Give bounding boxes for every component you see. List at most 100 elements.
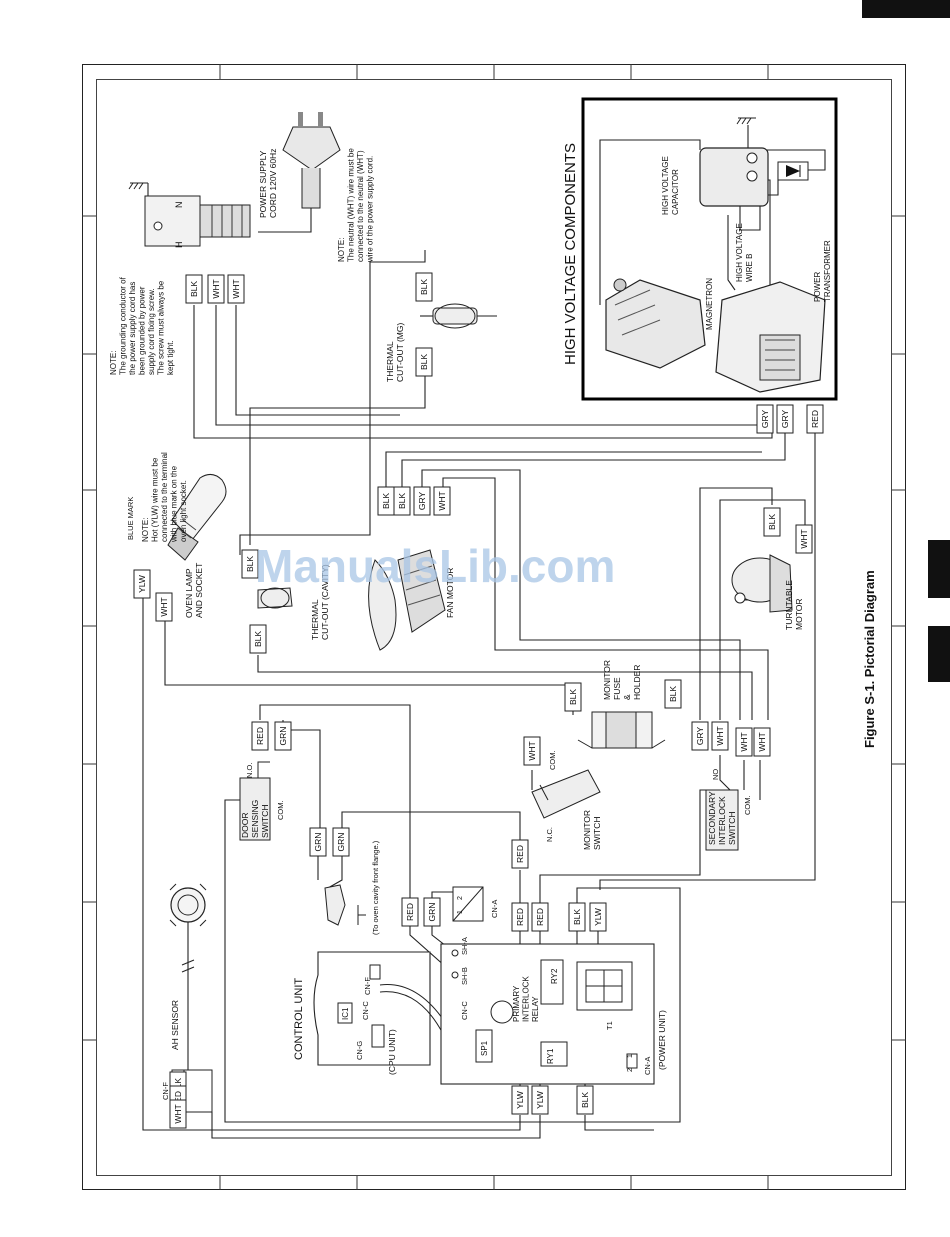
monitor-switch [531, 769, 601, 819]
ground-symbols [128, 117, 756, 925]
label-sp1: SP1 [480, 1040, 489, 1056]
hv-box-title: HIGH VOLTAGE COMPONENTS [562, 143, 579, 365]
label-cn-a-pin-1: 1 [627, 1054, 634, 1058]
wire-tag-label: WHT [159, 597, 169, 616]
wire-tag-label: GRY [760, 410, 770, 429]
wire-tag-ylw: YLW [589, 902, 607, 932]
wire-tag-label: WHT [173, 1104, 183, 1123]
cord-strain-relief [144, 195, 251, 247]
hv-capacitor-label-1: HIGH VOLTAGE [661, 156, 670, 215]
wire-tag-red: RED [511, 839, 529, 869]
wire-tag-wht: WHT [523, 736, 541, 766]
oven-lamp-label-line: AND SOCKET [194, 563, 204, 618]
wire-path [719, 755, 731, 791]
wire-tag-red: RED [401, 897, 419, 927]
monitor-fuse-label-line: HOLDER [632, 665, 642, 700]
ground-conductor-note-line: been grounded by power [138, 286, 147, 375]
thermal-cutout-cavity [257, 587, 293, 609]
hv-wire-b-label-2: WIRE B [745, 254, 754, 282]
hot-wire-note-line: Hot (YLW) wire must be [151, 457, 160, 542]
wire-tag-label: WHT [437, 491, 447, 510]
primary-interlock-label-line: PRIMARY [512, 985, 521, 1022]
turntable-motor-label: TURNTABLEMOTOR [784, 580, 804, 630]
wire-tag-wht: WHT [227, 274, 245, 304]
turntable-motor [731, 554, 793, 613]
label-cn-a-pin-2: 2 [627, 1068, 634, 1072]
wire-tag-label: WHT [739, 732, 749, 751]
oven-lamp-label: OVEN LAMPAND SOCKET [184, 563, 204, 618]
hot-wire-note-line: with blue mark on the [170, 465, 179, 543]
hot-wire-note-line: connected to the terminal [160, 452, 169, 542]
wire-tag-label: BLK [245, 556, 255, 572]
secondary-interlock-switch [705, 789, 739, 851]
wire-tag-label: RED [515, 845, 525, 863]
wire-tag-label: YLW [535, 1091, 545, 1109]
wire-path [142, 595, 521, 1131]
label-sh-a: SH-A [460, 937, 469, 955]
wire-tag-blk: BLK [377, 486, 395, 516]
wire-tag-label: RED [810, 410, 820, 428]
wire-tag-blk: BLK [185, 274, 203, 304]
label-com-monitor: COM. [548, 750, 557, 770]
ground-conductor-note-line: The grounding conductor of [119, 276, 128, 375]
wire-path [740, 149, 826, 171]
wire-tag-blk: BLK [241, 549, 259, 579]
power-unit [440, 943, 655, 1085]
power-supply-cord-label: POWER SUPPLYCORD 120V 60Hz [258, 149, 278, 218]
wire-tag-label: BLK [572, 909, 582, 925]
wire-tag-wht: WHT [753, 727, 771, 757]
blue-mark-label: BLUE MARK [126, 497, 135, 540]
wire-path [442, 477, 769, 720]
wire-path [409, 925, 456, 976]
diagram-border [96, 79, 892, 1176]
monitor-fuse-label-line: & [622, 694, 632, 700]
secondary-interlock-label-line: INTERLOCK [717, 796, 727, 845]
hv-capacitor-label-2: CAPACITOR [671, 169, 680, 215]
wire-path [164, 620, 574, 705]
wire-path [719, 499, 806, 720]
power-plug [282, 112, 341, 209]
wire-tag-label: GRN [336, 833, 346, 852]
neutral-wire-note-line: The neutral (WHT) wire must be [347, 148, 356, 262]
wire-path [249, 375, 426, 545]
wire-tag-label: BLK [397, 493, 407, 509]
door-sensing-switch-label-line: SWITCH [260, 804, 270, 838]
thermal-cutout-mg [432, 303, 478, 329]
wire-tag-label: WHT [715, 726, 725, 745]
wire-tag-label: GRN [278, 727, 288, 746]
primary-interlock-label-line: INTERLOCK [522, 976, 531, 1022]
thermal-cutout-mg-label-line: CUT-OUT (MG) [395, 322, 405, 382]
wire-tag-label: BLK [189, 281, 199, 297]
wire-path [599, 432, 816, 890]
label-n: N [174, 202, 184, 209]
label-no-secondary: NO [711, 769, 720, 780]
label-cn-a-upper: CN-A [490, 900, 499, 918]
wire-tag-blk: BLK [249, 624, 267, 654]
wire-tag-gry: GRY [756, 404, 774, 434]
wire-tag-wht: WHT [711, 721, 729, 751]
wire-tag-label: WHT [231, 279, 241, 298]
wire-tag-blk: BLK [576, 1085, 594, 1115]
oven-lamp-label-line: OVEN LAMP [184, 568, 194, 618]
wire-tag-label: WHT [799, 529, 809, 548]
wire-tag-label: GRY [780, 410, 790, 429]
magnetron-label: MAGNETRON [705, 278, 714, 330]
secondary-interlock-label-line: SECONDARY [707, 791, 717, 845]
wire-tag-label: BLK [568, 689, 578, 705]
monitor-fuse-label: MONITORFUSE&HOLDER [602, 660, 642, 700]
ground-conductor-note-line: supply cord fixing screw. [147, 288, 156, 375]
label-n-o: N.O. [245, 763, 254, 778]
high-voltage-components-box: HIGH VOLTAGE COMPONENTS HIGH VOLTAGECAPA… [562, 97, 838, 401]
wire-path [259, 704, 411, 900]
wire-path [235, 305, 400, 416]
thermal-cutout-cavity-label: THERMALCUT-OUT (CAVITY) [310, 564, 330, 640]
thermal-cutout-mg-label-line: THERMAL [385, 341, 395, 382]
wire-tag-label: BLK [767, 514, 777, 530]
wire-tag-grn: GRN [332, 827, 350, 857]
wire-path [727, 215, 736, 291]
wire-tag-wht: WHT [169, 1099, 187, 1129]
wire-tag-gry: GRY [776, 404, 794, 434]
wire-tag-label: RED [255, 727, 265, 745]
wire-tag-label: BLK [419, 279, 429, 295]
secondary-interlock-label-line: SWITCH [727, 811, 737, 845]
